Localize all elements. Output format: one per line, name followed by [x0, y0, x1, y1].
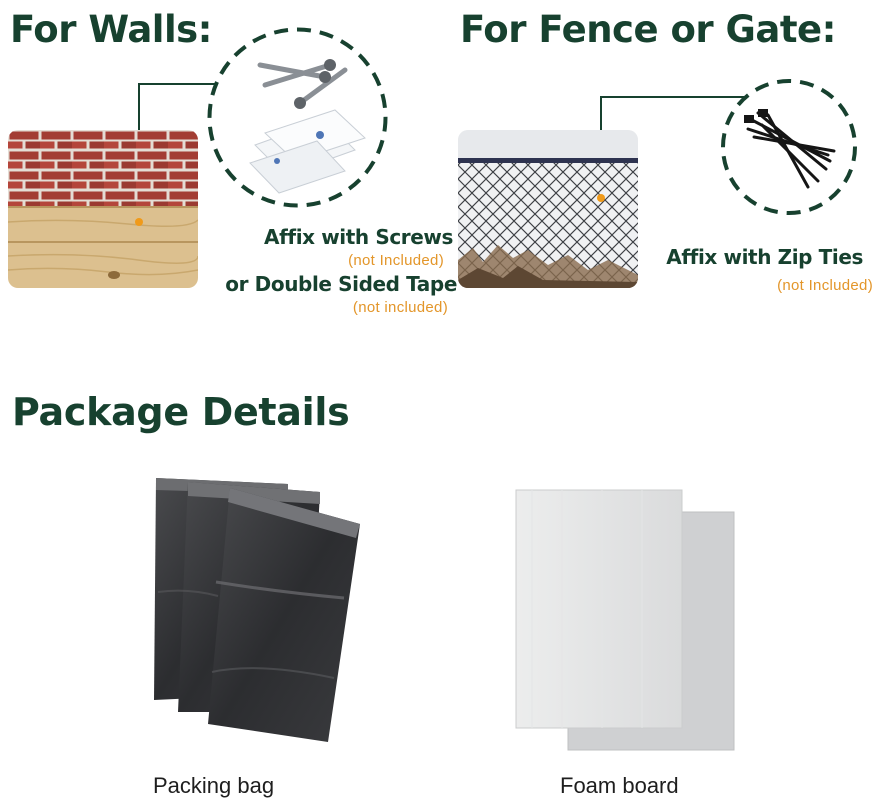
foam-boards-graphic [515, 489, 735, 751]
walls-caption-screws: Affix with Screws [264, 225, 453, 249]
fence-photo [458, 130, 638, 288]
fence-heading: For Fence or Gate: [460, 8, 836, 51]
walls-note-not-included-2: (not included) [352, 299, 448, 316]
fence-mount-point-dot [597, 194, 605, 202]
package-details-heading: Package Details [12, 390, 350, 434]
walls-caption-tape: or Double Sided Tape [225, 272, 457, 296]
wall-photo [8, 130, 198, 288]
fence-note-not-included: (not Included) [777, 277, 873, 294]
packing-bag-image [148, 472, 366, 752]
packing-bag-label: Packing bag [153, 773, 275, 798]
foam-board-label: Foam board [560, 773, 679, 798]
chainlink-fence-image [458, 130, 638, 288]
packing-bags-graphic [154, 478, 360, 742]
walls-note-not-included-1: (not Included) [348, 252, 444, 269]
zip-ties-image [721, 79, 857, 215]
fence-caption-zip-ties: Affix with Zip Ties [666, 245, 863, 269]
zip-ties-inset [718, 77, 860, 217]
mount-point-dot [135, 218, 143, 226]
walls-heading: For Walls: [10, 8, 212, 51]
screws-tape-image [207, 27, 388, 208]
screws-tape-inset [205, 25, 390, 210]
foam-board-image [512, 486, 738, 754]
brick-wood-image [8, 130, 198, 288]
